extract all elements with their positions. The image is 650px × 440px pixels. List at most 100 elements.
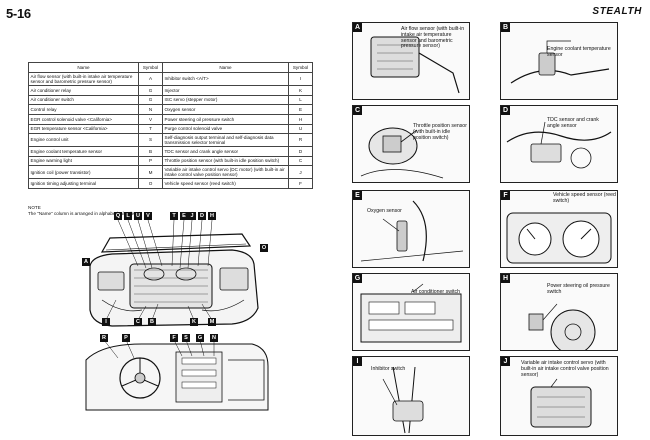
table-row: Air flow sensor (with built-in intake ai… — [28, 72, 313, 87]
panel-caption: Air conditioner switch — [411, 289, 461, 295]
component-photo — [360, 127, 444, 179]
photo-panel-e: E Oxygen sensor — [352, 190, 470, 268]
brand-header: STEALTH — [592, 6, 642, 17]
component-name: Ignition coil (power transistor) — [28, 165, 139, 180]
marker-N: N — [210, 334, 218, 342]
panel-caption: Vehicle speed sensor (reed switch) — [553, 192, 616, 204]
component-name: Oxygen sensor — [162, 104, 289, 115]
panel-caption: Oxygen sensor — [367, 208, 402, 214]
component-symbol: R — [288, 133, 313, 148]
component-name: Injector — [162, 85, 289, 96]
marker-O: O — [260, 244, 268, 252]
component-name: Ignition timing adjusting terminal — [28, 178, 139, 189]
table-header-row: Name Symbol Name Symbol — [28, 61, 313, 74]
panel-letter: I — [353, 357, 362, 366]
component-name: Inhibitor switch <A/T> — [162, 72, 289, 87]
marker-E: E — [180, 212, 188, 220]
panel-caption: Variable air intake control servo (with … — [521, 360, 609, 378]
marker-H: H — [208, 212, 216, 220]
component-symbol: O — [138, 178, 163, 189]
marker-V: V — [144, 212, 152, 220]
component-photo — [360, 200, 464, 262]
component-name: EGR control solenoid valve <California> — [28, 113, 139, 125]
marker-P: P — [122, 334, 130, 342]
panel-letter: D — [501, 106, 510, 115]
marker-G: G — [196, 334, 204, 342]
component-symbol: E — [288, 104, 313, 115]
marker-D: D — [198, 212, 206, 220]
component-name: Air conditioner switch — [28, 94, 139, 106]
component-symbol: B — [138, 146, 163, 157]
photo-panel-g: G Air conditioner switch — [352, 273, 470, 351]
col-header-symbol: Symbol — [288, 61, 313, 74]
component-name: Vehicle speed sensor (reed switch) — [162, 178, 289, 189]
component-name: TDC sensor and crank angle sensor — [162, 146, 289, 157]
component-name: Variable air intake control servo (DC mo… — [162, 165, 289, 180]
marker-S: S — [182, 334, 190, 342]
panel-letter: A — [353, 23, 362, 32]
component-symbol: V — [138, 113, 163, 125]
panel-letter: C — [353, 106, 362, 115]
panel-caption: Inhibitor switch — [371, 366, 406, 372]
component-photo — [510, 40, 610, 84]
table-row: EGR control solenoid valve <California>V… — [28, 113, 313, 125]
panel-letter: H — [501, 274, 510, 283]
component-name: Purge control solenoid valve — [162, 123, 289, 135]
note-heading: NOTE — [28, 205, 41, 210]
component-symbol: K — [288, 85, 313, 96]
marker-C: C — [134, 318, 142, 326]
panel-letter: G — [353, 274, 362, 283]
marker-L: L — [124, 212, 132, 220]
marker-B: B — [148, 318, 156, 326]
panel-caption: TDC sensor and crank angle sensor — [547, 117, 599, 129]
marker-R: R — [100, 334, 108, 342]
component-symbol: H — [288, 113, 313, 125]
panel-caption: Air flow sensor (with built-in intake ai… — [401, 26, 465, 50]
marker-F: F — [170, 334, 178, 342]
panel-caption: Engine coolant temperature sensor — [547, 46, 611, 58]
component-name: Engine warning light — [28, 155, 139, 167]
component-name: Throttle position sensor (with built-in … — [162, 155, 289, 167]
photo-panel-j: J Variable air intake control servo (with… — [500, 356, 618, 436]
marker-T: T — [170, 212, 178, 220]
component-photo — [382, 366, 424, 434]
component-symbol: S — [138, 133, 163, 148]
photo-panel-i: I Inhibitor switch — [352, 356, 470, 436]
component-symbol: C — [288, 155, 313, 167]
marker-U: U — [134, 212, 142, 220]
component-symbol: P — [138, 155, 163, 167]
component-photo — [370, 36, 460, 94]
component-symbol: L — [288, 94, 313, 106]
note-text: The "Name" column is arranged in alphabe… — [28, 210, 137, 216]
engine-compartment-illustration — [85, 219, 269, 411]
component-name: Power steering oil pressure switch — [162, 113, 289, 125]
marker-A: A — [82, 258, 90, 266]
component-photo — [360, 283, 462, 343]
panel-letter: J — [501, 357, 510, 366]
col-header-name: Name — [162, 61, 289, 74]
marker-I: I — [102, 318, 110, 326]
component-photo — [506, 212, 612, 264]
component-symbol: I — [288, 72, 313, 87]
component-symbol: G — [138, 94, 163, 106]
panel-letter: E — [353, 191, 362, 200]
col-header-symbol: Symbol — [138, 61, 163, 74]
col-header-name: Name — [28, 61, 139, 74]
component-symbol: D — [288, 146, 313, 157]
component-symbol: A — [138, 72, 163, 87]
component-symbol: G — [138, 85, 163, 96]
marker-J: J — [188, 212, 196, 220]
component-name: Control relay — [28, 104, 139, 115]
